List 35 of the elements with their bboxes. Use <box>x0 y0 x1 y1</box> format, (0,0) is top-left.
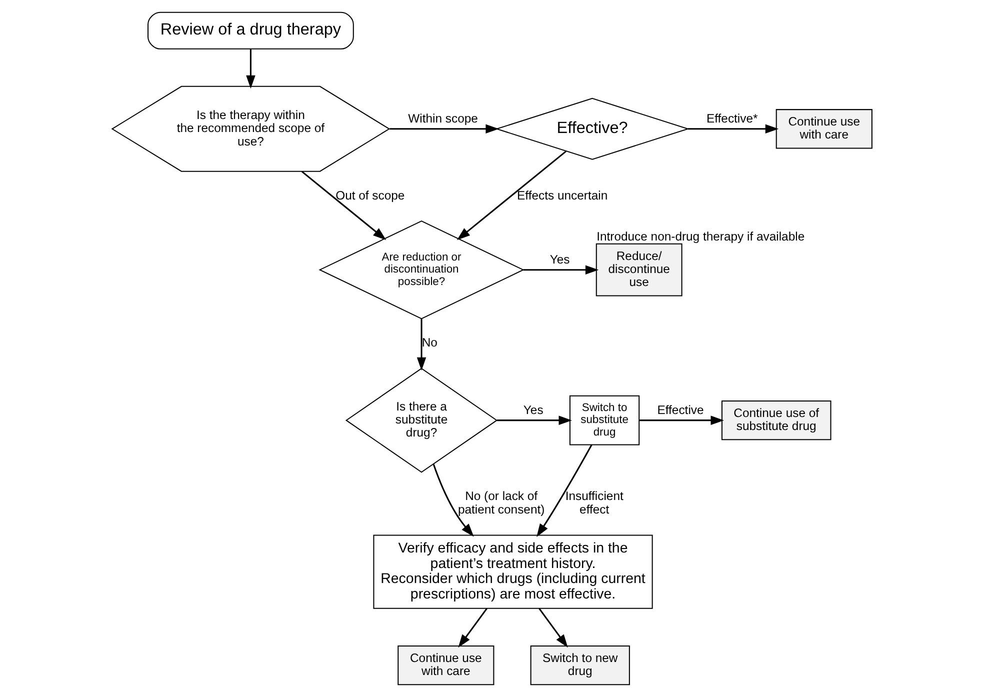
edge-label: Effective <box>656 402 704 417</box>
node-box: Verify efficacy and side effects in the patient’s treatment history. Reconsider which drugs (including current prescriptions) are most effective. <box>372 534 652 609</box>
node-box: Reduce/ discontinue use <box>595 243 682 296</box>
node-box: Continue use with care <box>397 646 494 686</box>
edge-label: Out of scope <box>335 188 404 202</box>
edge-label: Insufficient effect <box>564 489 623 516</box>
arrow <box>496 416 572 425</box>
arrow <box>687 124 778 134</box>
node-box: Review of a drug therapy <box>147 12 354 50</box>
edge-label: Yes <box>549 252 570 266</box>
edge-label: No (or lack of patient consent) <box>457 489 544 516</box>
node-box: Switch to new drug <box>530 646 630 686</box>
arrow <box>246 49 255 89</box>
edge-label: Effects uncertain <box>516 188 608 202</box>
node-box: Continue use of substitute drug <box>720 400 831 440</box>
edge-label: Yes <box>522 402 543 417</box>
arrow <box>300 171 386 240</box>
node-diamond: Are reduction or discontinuation possible? <box>318 220 524 320</box>
node-diamond: Effective? <box>494 98 690 160</box>
node-diamond: Is there a substitute drug? <box>344 368 498 473</box>
arrow <box>638 416 724 425</box>
edge-label: Effective* <box>706 111 758 126</box>
edge-label: No <box>421 336 437 350</box>
arrow <box>538 608 568 648</box>
arrow <box>416 319 426 371</box>
edge-label: Within scope <box>408 111 478 126</box>
node-box: Switch to substitute drug <box>568 395 640 446</box>
arrow <box>456 150 566 240</box>
arrow <box>389 124 498 134</box>
arrow <box>458 608 487 648</box>
arrow <box>536 444 592 538</box>
arrow <box>432 464 474 537</box>
node-label: Introduce non-drug therapy if available <box>596 229 804 244</box>
node-box: Continue use with care <box>775 109 872 149</box>
arrow <box>522 265 598 274</box>
